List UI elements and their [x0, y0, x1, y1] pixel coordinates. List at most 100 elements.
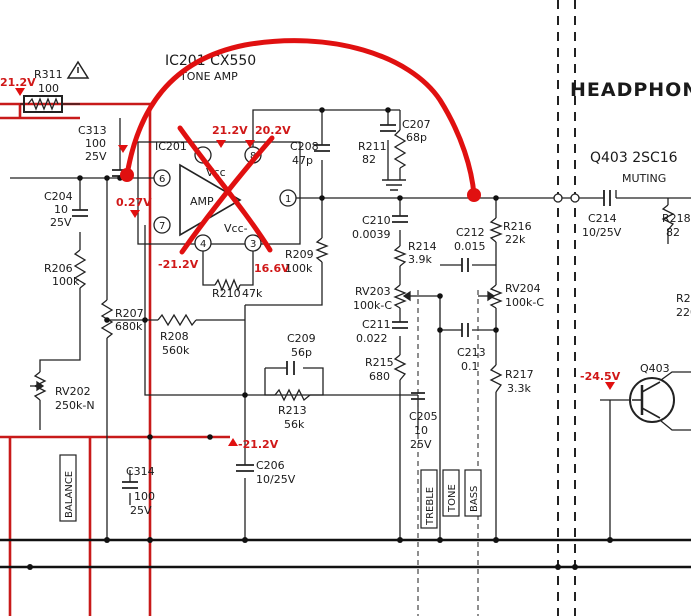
- r213-body: [274, 388, 311, 402]
- r210-value: 47k: [242, 287, 263, 300]
- c313-ref: C313: [78, 124, 107, 137]
- c213-plates: [461, 323, 469, 337]
- ic-pin-3: [244, 234, 262, 252]
- r208-ref: R208: [160, 330, 189, 343]
- r214-body: [393, 245, 407, 267]
- r214-value: 3.9k: [408, 253, 432, 266]
- muting-label: MUTING: [622, 172, 666, 185]
- r217-ref: R217: [505, 368, 534, 381]
- r218-value: 82: [666, 226, 680, 239]
- voltage-neg-24-5: -24.5V: [580, 370, 621, 383]
- control-labels: BALANCE TREBLE TONE BASS: [59, 454, 482, 529]
- pin-6-label: 6: [159, 174, 165, 185]
- rv202-ref: RV202: [55, 385, 91, 398]
- treble-label: TREBLE: [425, 487, 436, 526]
- annotation-start-dot: [120, 168, 134, 182]
- r216-ref: R216: [503, 220, 532, 233]
- r217-value: 3.3k: [507, 382, 531, 395]
- board-connectors: [553, 193, 580, 203]
- annotation-arc: [124, 38, 477, 198]
- ground-symbols: [382, 179, 406, 191]
- voltage-20-2: 20.2V: [255, 124, 291, 137]
- c214-plates: [603, 190, 611, 206]
- c210-ref: C210: [362, 214, 391, 227]
- r208-body: [157, 313, 197, 327]
- c210-plates: [392, 215, 408, 223]
- r209-value: 100k: [285, 262, 313, 275]
- c204-ref: C204: [44, 190, 73, 203]
- r210-body: [214, 278, 241, 292]
- c211-ref: C211: [362, 318, 391, 331]
- ic-pin-6: [153, 169, 171, 187]
- c214-value: 10/25V: [582, 226, 622, 239]
- c209-value: 56p: [291, 346, 312, 359]
- ic-function-label: TONE AMP: [179, 70, 238, 83]
- r311-body: [23, 95, 63, 113]
- ic-pin-1: [279, 189, 297, 207]
- voltage-neg-21-2-pin4: -21.2V: [158, 258, 199, 271]
- r213-value: 56k: [284, 418, 305, 431]
- q403-transistor: [629, 377, 675, 423]
- c204-plates: [72, 209, 88, 217]
- voltage-21-2-left: 21.2V: [0, 76, 36, 89]
- c209-ref: C209: [287, 332, 316, 345]
- r218-ref: R218: [662, 212, 691, 225]
- c208-ref: C208: [290, 140, 319, 153]
- section-title: HEADPHON: [570, 79, 691, 101]
- c214-ref: C214: [588, 212, 617, 225]
- r207-ref: R207: [115, 307, 144, 320]
- c206-plates: [236, 464, 254, 472]
- voltage-neg-21-2-bottom: -21.2V: [238, 438, 279, 451]
- voltage-labels: 21.2V 21.2V 20.2V 0.27V -21.2V 16.6V -21…: [0, 76, 621, 451]
- tone-label: TONE: [447, 484, 458, 513]
- component-labels: R311 100 C313 100 25V C204 10 25V R206 1…: [34, 68, 691, 517]
- r-right-ref: R2: [676, 292, 691, 305]
- c205-plates: [411, 392, 425, 400]
- red-annotations: [120, 38, 481, 255]
- c212-plates: [461, 258, 469, 272]
- r216-body: [489, 217, 503, 243]
- ic-pin-7: [153, 216, 171, 234]
- c206-value: 10/25V: [256, 473, 296, 486]
- r217-body: [489, 364, 503, 393]
- r213-ref: R213: [278, 404, 307, 417]
- capacitors: [72, 124, 611, 489]
- c205-ref: C205: [409, 410, 438, 423]
- r210-ref: R210: [212, 287, 241, 300]
- pin-7-label: 7: [159, 221, 165, 232]
- r206-value: 100k: [52, 275, 80, 288]
- board-separators: [417, 0, 576, 616]
- r211-ref: R211: [358, 140, 387, 153]
- rv203-body: [393, 284, 407, 309]
- r209-body: [315, 237, 329, 263]
- c313-value: 100: [85, 137, 106, 150]
- r216-value: 22k: [505, 233, 526, 246]
- c207-plates: [380, 124, 396, 132]
- r218-body: [661, 204, 675, 231]
- c207-ref: C207: [402, 118, 431, 131]
- r215-value: 680: [369, 370, 390, 383]
- header-labels: HEADPHON Q403 2SC16 MUTING Q403: [570, 79, 691, 375]
- voltage-16-6: 16.6V: [254, 262, 290, 275]
- bass-label: BASS: [469, 486, 480, 512]
- c211-plates: [392, 321, 408, 329]
- r311-ref: R311: [34, 68, 63, 81]
- r211-body: [393, 129, 407, 169]
- c212-ref: C212: [456, 226, 485, 239]
- ic201-opamp: [137, 141, 301, 252]
- q403-label: Q403: [640, 362, 670, 375]
- transistor-label: Q403 2SC16: [590, 150, 678, 166]
- r211-value: 82: [362, 153, 376, 166]
- c206-ref: C206: [256, 459, 285, 472]
- ic-ref-label: IC201: [155, 140, 187, 153]
- c213-value: 0.1: [461, 360, 479, 373]
- r311-value: 100: [38, 82, 59, 95]
- annotation-cross-stroke-2: [179, 135, 275, 255]
- warning-icon: [66, 60, 90, 79]
- c208-value: 47p: [292, 154, 313, 167]
- voltage-markers: [15, 88, 615, 446]
- ic-vcc-minus-label: Vcc-: [224, 222, 248, 235]
- c314-rating: 25V: [130, 504, 152, 517]
- resistors: [23, 95, 675, 402]
